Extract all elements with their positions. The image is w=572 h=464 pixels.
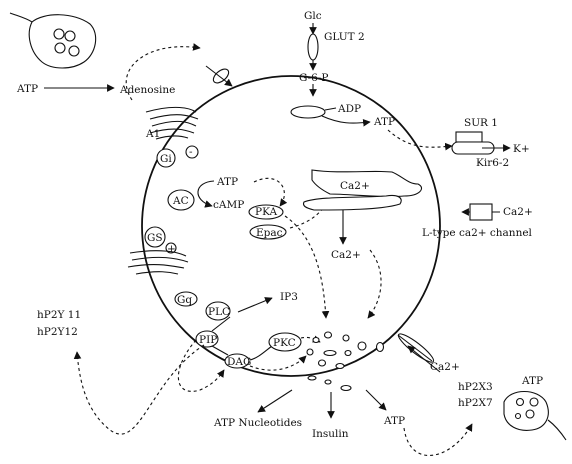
pip-dashed-arrow xyxy=(177,339,225,392)
atp-right-label: ATP xyxy=(521,375,543,387)
atp-to-p2x-dashed-arrow xyxy=(403,423,473,456)
cell-membrane xyxy=(141,75,441,377)
inhibition-sign xyxy=(185,145,199,159)
g6p-label: G-6-P xyxy=(299,72,328,84)
kplus-label: K+ xyxy=(513,143,530,155)
gq-protein xyxy=(174,291,198,307)
adenosine-transporter-icon xyxy=(205,65,233,87)
atp-bottom-label: ATP xyxy=(383,415,405,427)
dag-to-pkc-arrow xyxy=(249,345,273,361)
ca-ext-label: Ca2+ xyxy=(503,206,533,218)
atp-release-arrow xyxy=(365,389,387,411)
sur1-subunit xyxy=(455,131,483,143)
dag-label: DAG xyxy=(227,356,251,368)
ac-label: AC xyxy=(172,195,189,207)
gi-label: Gi xyxy=(160,153,172,165)
insulin-label: Insulin xyxy=(312,428,349,440)
ca-cyto-label: Ca2+ xyxy=(331,249,361,261)
pka-enzyme xyxy=(248,204,284,220)
adp-to-atp-arrow xyxy=(321,115,371,127)
minus-label: - xyxy=(189,146,193,158)
atp-mito-label: ATP xyxy=(373,116,395,128)
gs-protein xyxy=(144,226,166,248)
ca-p2x-label: Ca2+ xyxy=(430,361,460,373)
insulin-granules-icon xyxy=(306,331,385,392)
plc-enzyme xyxy=(205,301,231,321)
ca-er-label: Ca2+ xyxy=(340,180,370,192)
atp-to-katp-arrow xyxy=(387,129,453,151)
ca-p2x-arrow xyxy=(407,345,441,373)
adp-label: ADP xyxy=(337,103,361,115)
mitochondrion xyxy=(290,105,326,119)
glut2-label: GLUT 2 xyxy=(324,31,365,43)
atp-to-camp-arrow xyxy=(197,180,215,208)
plc-to-ip3-arrow xyxy=(237,297,273,313)
a1-label: A1 xyxy=(145,128,160,140)
pka-to-exocytosis-arrow xyxy=(284,215,330,319)
ca-to-exocytosis-arrow xyxy=(367,249,382,319)
hp2y11-label: hP2Y 11 xyxy=(37,309,81,321)
pip-to-dag-line xyxy=(211,345,229,356)
glut2-transporter xyxy=(307,33,319,61)
atp-secreting-cell-icon xyxy=(9,12,97,69)
hp2x3-label: hP2X3 xyxy=(458,381,493,393)
kir62-label: Kir6-2 xyxy=(476,157,509,169)
dag-to-pkc-dashed-arrow xyxy=(249,355,307,371)
atp-to-p2y-dashed-arrow xyxy=(73,344,205,435)
a1-receptor-icon xyxy=(145,106,199,140)
pip-molecule xyxy=(195,330,219,348)
ip3-label: IP3 xyxy=(280,291,298,303)
atp-extracellular-label: ATP xyxy=(16,83,38,95)
atp-ac-label: ATP xyxy=(216,176,238,188)
adenosine-label: Adenosine xyxy=(119,84,175,96)
sur1-label: SUR 1 xyxy=(464,117,498,129)
activation-sign xyxy=(165,242,177,254)
pip-label: PIP xyxy=(199,334,217,346)
atp-target-cell-icon xyxy=(503,390,567,441)
plc-label: PLC xyxy=(208,306,230,318)
pip-to-plc-arrow xyxy=(211,316,231,332)
atp-nucleotides-label: ATP Nucleotides xyxy=(213,417,302,429)
p2y11-receptor-icon xyxy=(127,250,189,275)
endoplasmic-reticulum-icon xyxy=(302,169,422,211)
epac-protein xyxy=(249,224,287,240)
adenosine-loop-arrow xyxy=(125,43,201,101)
camp-label: cAMP xyxy=(213,199,244,211)
gq-label: Gq xyxy=(177,294,192,306)
glc-label: Glc xyxy=(304,10,322,22)
hp2x7-label: hP2X7 xyxy=(458,397,493,409)
pka-label: PKA xyxy=(255,206,277,218)
camp-to-pka-arrow xyxy=(253,177,288,207)
hp2y12-label: hP2Y12 xyxy=(37,326,78,338)
ltype-label: L-type ca2+ channel xyxy=(422,227,533,239)
pkc-enzyme xyxy=(268,332,302,352)
l-type-channel xyxy=(469,203,493,221)
atp-nucleotides-arrow xyxy=(257,389,293,413)
epac-label: Epac xyxy=(256,227,283,239)
plus-label: + xyxy=(167,243,176,255)
gi-protein xyxy=(156,148,176,168)
ac-enzyme xyxy=(167,189,195,211)
gs-label: GS xyxy=(147,232,163,244)
dag-molecule xyxy=(224,353,250,369)
pkc-label: PKC xyxy=(273,337,296,349)
